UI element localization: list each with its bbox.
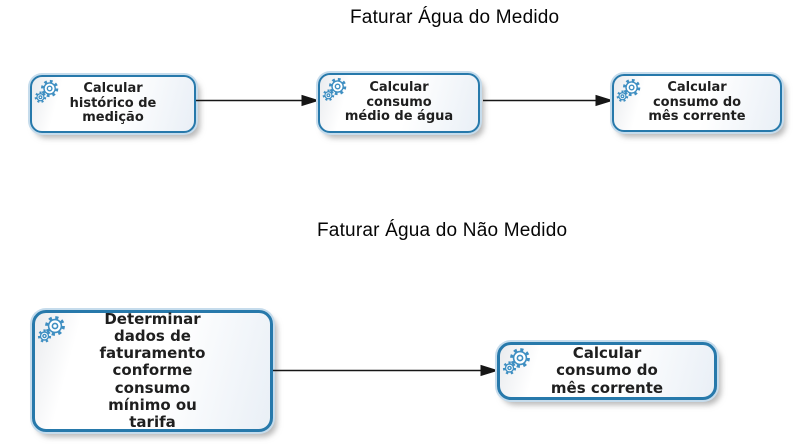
task-label: Determinar dados de faturamento conforme… [99, 309, 206, 432]
service-gears-icon [321, 76, 349, 104]
task-calcular-historico-medicao[interactable]: Calcular histórico de medição [30, 75, 196, 133]
task-determinar-dados-faturamento[interactable]: Determinar dados de faturamento conforme… [32, 310, 273, 432]
task-label: Calcular histórico de medição [69, 80, 157, 126]
task-label: Calcular consumo do mês corrente [550, 344, 664, 397]
task-calcular-consumo-medio[interactable]: Calcular consumo médio de água [318, 73, 480, 133]
task-calcular-consumo-mes-corrente-medido[interactable]: Calcular consumo do mês corrente [612, 74, 782, 132]
service-gears-icon [33, 78, 61, 106]
service-gears-icon [615, 77, 643, 105]
task-calcular-consumo-mes-corrente-nao-medido[interactable]: Calcular consumo do mês corrente [497, 342, 717, 400]
sequence-flow-arrow [483, 94, 614, 107]
sequence-flow-arrow [273, 364, 499, 377]
task-label: Calcular consumo médio de água [344, 79, 454, 125]
section-title-nao-medido: Faturar Água do Não Medido [317, 220, 568, 241]
service-gears-icon [501, 346, 533, 378]
task-label: Calcular consumo do mês corrente [648, 79, 746, 125]
sequence-flow-arrow [196, 94, 320, 107]
service-gears-icon [36, 314, 68, 346]
section-title-medido: Faturar Água do Medido [350, 7, 560, 28]
